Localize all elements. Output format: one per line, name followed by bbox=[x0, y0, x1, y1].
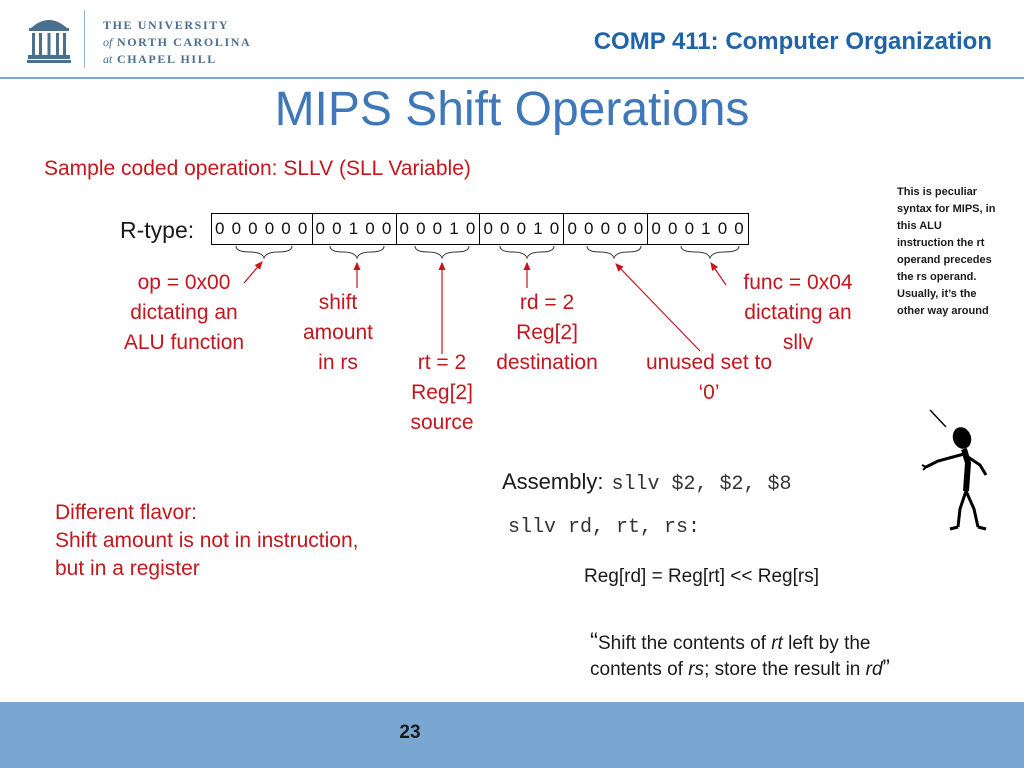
quote-text: “Shift the contents of rt left by the co… bbox=[590, 628, 890, 681]
unused-label: unused set to‘0’ bbox=[645, 351, 773, 404]
page-number: 23 bbox=[399, 722, 421, 743]
func-field: 0 0 0 1 0 0 bbox=[651, 219, 745, 238]
logo-text-line3: at CHAPEL HILL bbox=[103, 52, 217, 66]
assembly-label: Assembly: bbox=[502, 469, 604, 494]
course-title: COMP 411: Computer Organization bbox=[593, 28, 992, 55]
rs-field: 0 0 1 0 0 bbox=[313, 214, 397, 244]
logo-text-line1: THE UNIVERSITY bbox=[103, 18, 230, 32]
register-formula: Reg[rd] = Reg[rt] << Reg[rs] bbox=[584, 566, 819, 587]
shamt-field: 0 0 0 0 0 bbox=[564, 214, 649, 244]
pointing-stick-figure-icon bbox=[920, 405, 1000, 540]
op-field: 0 0 0 0 0 0 bbox=[212, 214, 313, 244]
header-divider bbox=[0, 77, 1024, 79]
assembly-code: sllv $2, $2, $8 bbox=[611, 473, 792, 496]
rt-field: 0 0 0 1 0 bbox=[397, 214, 481, 244]
logo-text-line2: of NORTH CAROLINA bbox=[103, 35, 252, 49]
assembly-generic: sllv rd, rt, rs: bbox=[508, 516, 701, 539]
rtype-label: R-type: bbox=[120, 217, 195, 243]
assembly-line: Assembly: sllv $2, $2, $8 bbox=[502, 469, 792, 496]
slide-title: MIPS Shift Operations bbox=[274, 83, 750, 136]
side-note: This is peculiar syntax for MIPS, in thi… bbox=[897, 186, 996, 317]
different-flavor-text: Different flavor: Shift amount is not in… bbox=[55, 501, 359, 580]
old-well-icon bbox=[27, 14, 71, 69]
logo-separator bbox=[84, 10, 85, 68]
sample-op-text: Sample coded operation: SLLV (SLL Variab… bbox=[44, 157, 471, 180]
footer-bar bbox=[0, 702, 1024, 768]
instruction-bit-fields: 0 0 0 0 0 0 0 0 1 0 0 0 0 0 1 0 0 0 0 1 … bbox=[211, 213, 749, 245]
rd-field: 0 0 0 1 0 bbox=[480, 214, 565, 244]
